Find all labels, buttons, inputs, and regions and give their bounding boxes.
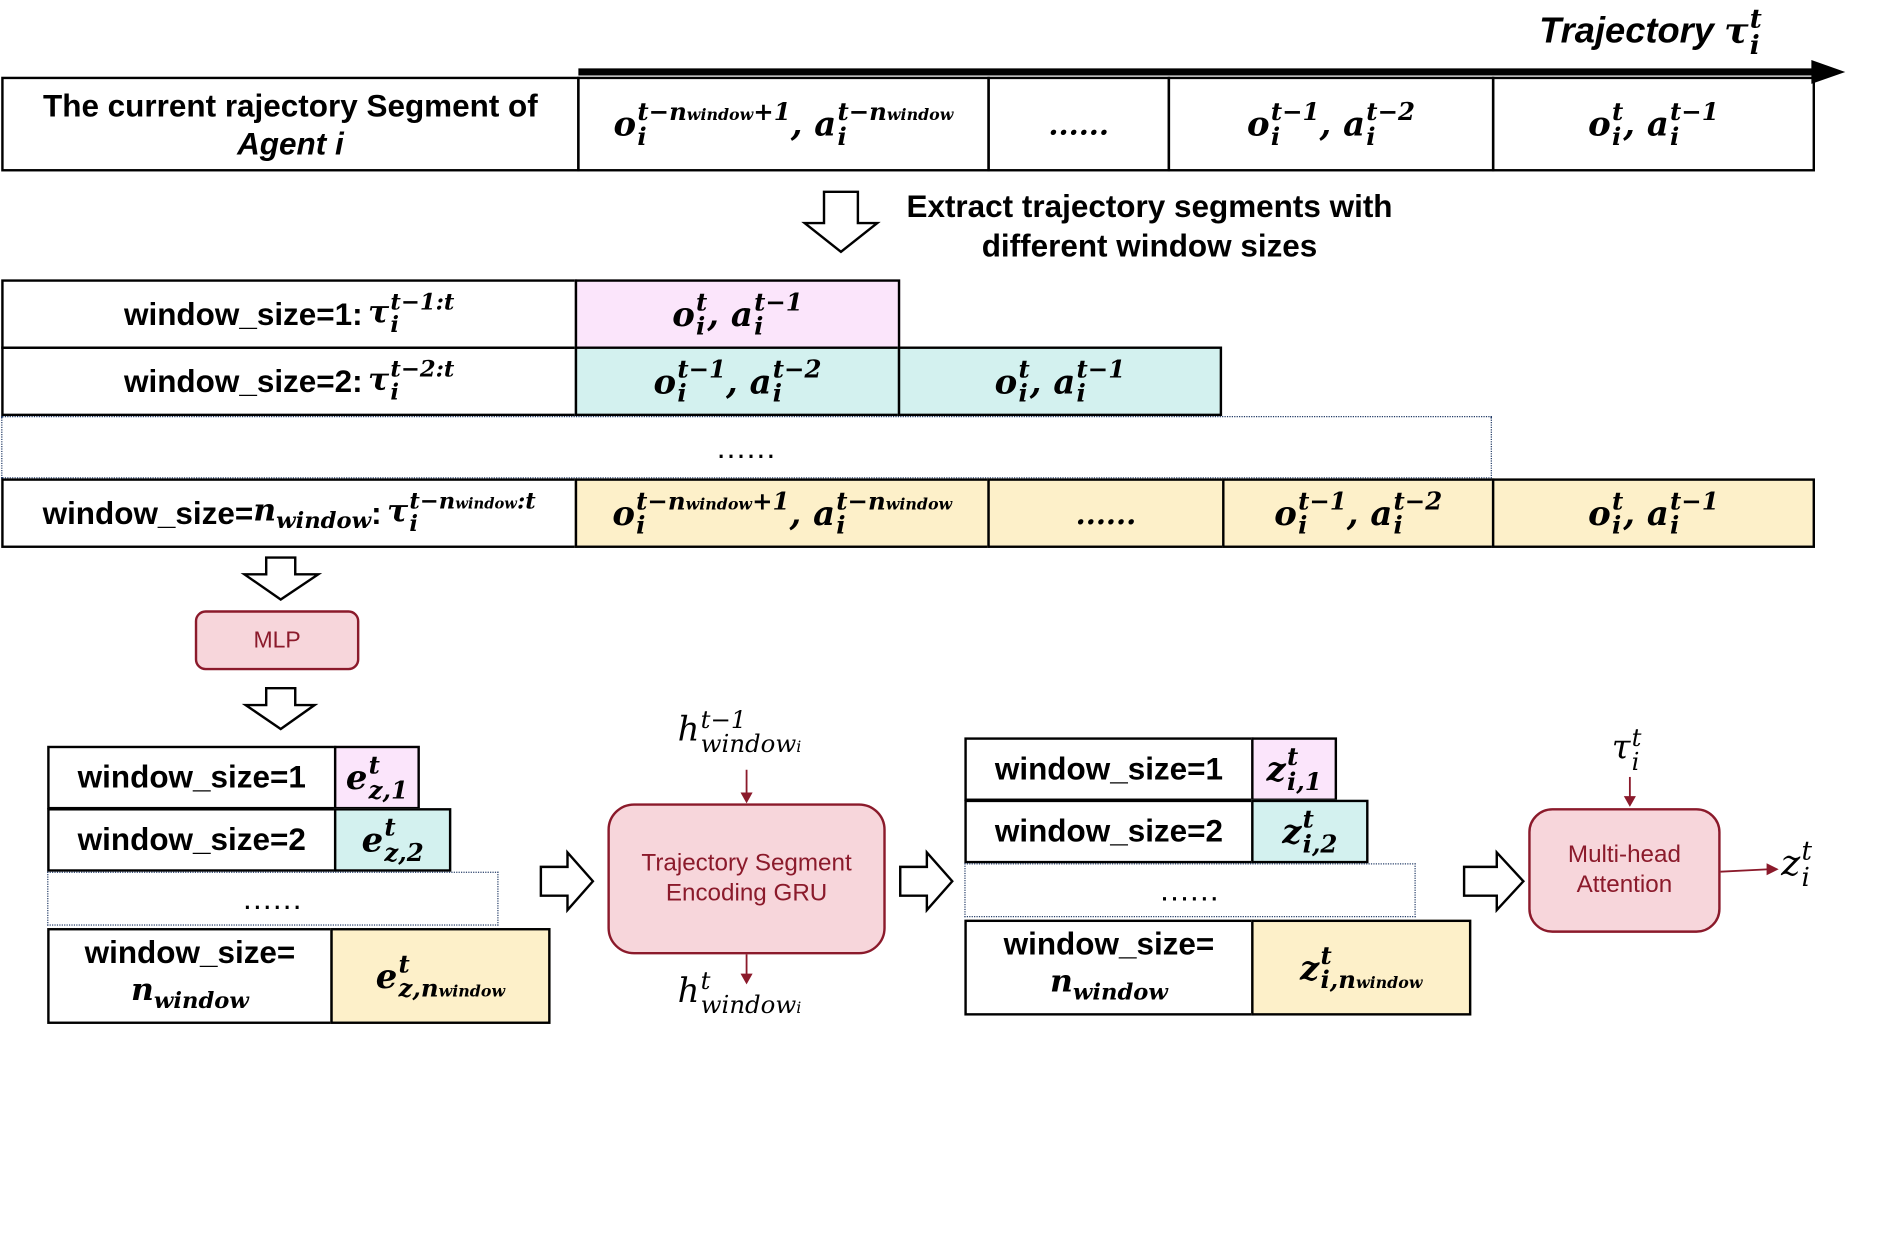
window-middle-ellipsis-row: ...... xyxy=(1,416,1492,479)
gru-box: Trajectory Segment Encoding GRU xyxy=(607,803,886,955)
mlp-label: MLP xyxy=(253,627,301,653)
current-segment-label-line2: Agent i xyxy=(237,125,344,162)
gru-label-line2: Encoding GRU xyxy=(665,880,828,907)
tau-in-arrow-head xyxy=(1623,796,1636,807)
z-row2-label: window_size=2 xyxy=(964,799,1254,864)
current-segment-label: The current rajectory Segment of Agent i xyxy=(1,76,580,172)
extract-caption-line1: Extract trajectory segments with xyxy=(906,188,1393,225)
trajectory-title-text: Trajectory xyxy=(1539,11,1715,52)
emb-ellipsis-row: ...... xyxy=(47,871,499,926)
z-row1-label: window_size=1 xyxy=(964,737,1254,801)
z-rowN-label: window_size= nwindow xyxy=(964,919,1254,1016)
top-cell-ellipsis: ...... xyxy=(987,76,1171,172)
attention-in-right-arrow xyxy=(1462,849,1526,914)
gru-in-right-arrow xyxy=(539,849,595,914)
emb-row1-label: window_size=1 xyxy=(47,745,337,810)
h-out-arrow-head xyxy=(740,973,753,985)
window-rowN-cell-ellipsis: ...... xyxy=(987,478,1225,548)
z-out-arrow-head xyxy=(1766,863,1779,876)
gru-out-right-arrow xyxy=(899,849,954,914)
extract-caption: Extract trajectory segments with differe… xyxy=(883,187,1415,266)
attention-label-line1: Multi-head xyxy=(1567,841,1681,869)
emb-row2-label: window_size=2 xyxy=(47,808,337,872)
mlp-box: MLP xyxy=(194,610,360,671)
h-in-arrow-head xyxy=(740,792,753,804)
gru-label-line1: Trajectory Segment xyxy=(641,850,852,877)
attention-label-line2: Attention xyxy=(1576,871,1673,899)
mlp-in-down-arrow xyxy=(240,556,323,601)
extract-down-arrow xyxy=(801,190,881,254)
current-segment-label-line1: The current rajectory Segment of xyxy=(43,86,538,123)
emb-rowN-label: window_size= nwindow xyxy=(47,928,333,1024)
extract-caption-line2: different window sizes xyxy=(981,227,1318,264)
trajectory-arrow-head xyxy=(1811,59,1846,84)
mlp-out-down-arrow xyxy=(241,687,319,731)
z-out-arrow xyxy=(1720,868,1770,873)
attention-box: Multi-head Attention xyxy=(1528,808,1721,933)
z-ellipsis-row: ...... xyxy=(964,863,1416,918)
